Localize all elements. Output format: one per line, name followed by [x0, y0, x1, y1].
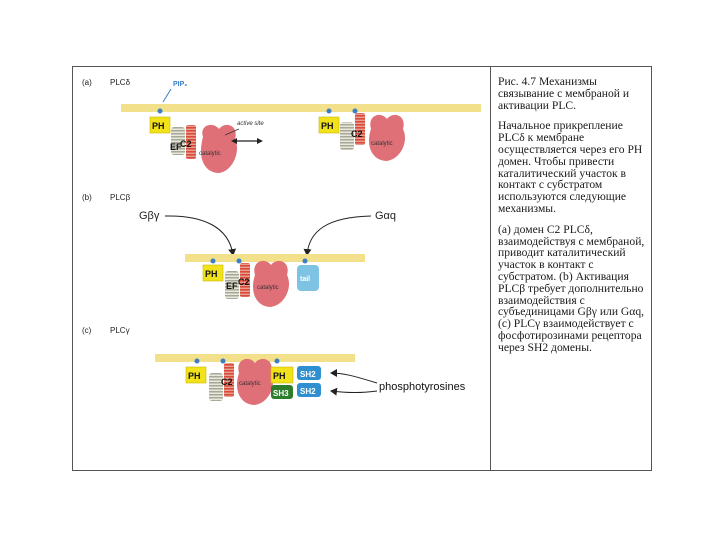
sh2-domain-2 — [297, 383, 321, 397]
c2-domain — [355, 113, 365, 145]
g-beta-gamma-label: Gβγ — [139, 210, 160, 222]
sh3-label: SH3 — [273, 389, 289, 398]
caption-title: Рис. 4.7 Механизмы связывание с мембрано… — [498, 75, 630, 112]
sh3-domain — [271, 385, 293, 399]
ph-label: PH — [205, 269, 218, 279]
tail-label: tail — [300, 276, 310, 283]
lipid-head-icon — [302, 258, 308, 264]
catalytic-label: catalytic — [257, 285, 279, 291]
lipid-head-icon — [326, 108, 332, 114]
panel-b-letter: (b) — [82, 193, 92, 202]
plc-mechanism-diagram: (a) PLCδ PIP₂ PH EF C2 catalytic active … — [82, 78, 481, 405]
g-beta-gamma-arrow-icon — [164, 215, 237, 256]
panel-a-letter: (a) — [82, 78, 92, 87]
catalytic-domain — [368, 114, 406, 161]
lipid-head-icon — [194, 358, 200, 364]
ef-label: EF — [226, 281, 238, 291]
plc-gamma: PH C2 catalytic PH SH3 SH2 SH2 — [185, 358, 321, 405]
catalytic-label: catalytic — [371, 141, 393, 147]
caption-paragraph-1: Начальное прикрепление PLCδ к мембране о… — [498, 119, 643, 215]
sh2-label: SH2 — [300, 370, 316, 379]
panel-b-title: PLCβ — [110, 193, 131, 202]
membrane-c — [155, 354, 355, 362]
membrane-a — [121, 104, 481, 112]
catalytic-domain — [236, 358, 274, 405]
ef-hand-domain — [225, 271, 239, 299]
figure-caption: Рис. 4.7 Механизмы связывание с мембрано… — [498, 76, 648, 363]
ph-domain — [185, 366, 207, 384]
phosphotyrosine-arrow-icon — [330, 387, 378, 396]
catalytic-domain — [200, 124, 238, 173]
catalytic-domain — [252, 260, 290, 307]
pip2-label: PIP₂ — [173, 81, 187, 88]
ph-domain — [149, 116, 171, 134]
ef-label: EF — [170, 142, 182, 152]
g-alpha-q-label: Gαq — [375, 210, 396, 222]
c2-label: C2 — [238, 277, 250, 287]
c2-label: C2 — [351, 129, 363, 139]
lipid-head-icon — [274, 358, 280, 364]
lipid-head-icon — [157, 108, 163, 114]
panel-c-letter: (c) — [82, 326, 92, 335]
ph-label: PH — [152, 121, 165, 131]
active-site-pointer — [224, 128, 240, 136]
sh2-label: SH2 — [300, 387, 316, 396]
ef-hand-domain — [340, 122, 354, 150]
sh2-domain-1 — [297, 366, 321, 380]
phosphotyrosine-arrow-icon — [330, 369, 378, 384]
figure-frame — [72, 66, 652, 471]
catalytic-label: catalytic — [199, 151, 221, 157]
ph-domain — [318, 116, 340, 134]
frame-divider — [490, 66, 491, 471]
pip2-pointer — [162, 88, 172, 103]
ph-label: PH — [188, 371, 201, 381]
ph-domain-split — [270, 366, 294, 384]
plc-beta: PH EF C2 catalytic tail — [202, 258, 319, 307]
caption-paragraph-2: (a) домен C2 PLCδ, взаимодействуя с мемб… — [498, 222, 645, 354]
ef-hand-domain — [171, 127, 185, 155]
ef-hand-domain — [209, 373, 223, 401]
lipid-head-icon — [236, 258, 242, 264]
g-alpha-q-arrow-icon — [303, 215, 372, 256]
ph-label: PH — [321, 121, 334, 131]
phosphotyrosines-label: phosphotyrosines — [379, 381, 466, 393]
lipid-head-icon — [352, 108, 358, 114]
plc-delta-right: PH C2 catalytic — [318, 108, 406, 161]
c2-label: C2 — [180, 139, 192, 149]
ph-domain — [202, 264, 224, 282]
ph-label: PH — [273, 371, 286, 381]
c2-domain — [224, 363, 234, 397]
panel-c-title: PLCγ — [110, 326, 130, 335]
panel-a-title: PLCδ — [110, 78, 131, 87]
c2-label: C2 — [221, 377, 233, 387]
tail-domain — [297, 265, 319, 291]
lipid-head-icon — [210, 258, 216, 264]
catalytic-label: catalytic — [239, 381, 261, 387]
plc-delta-left: PH EF C2 catalytic — [149, 108, 238, 173]
c2-domain — [186, 125, 196, 159]
membrane-b — [185, 254, 365, 262]
lipid-head-icon — [220, 358, 226, 364]
active-site-label: active site — [237, 121, 264, 127]
equilibrium-arrow-icon — [231, 138, 263, 144]
c2-domain — [240, 263, 250, 297]
